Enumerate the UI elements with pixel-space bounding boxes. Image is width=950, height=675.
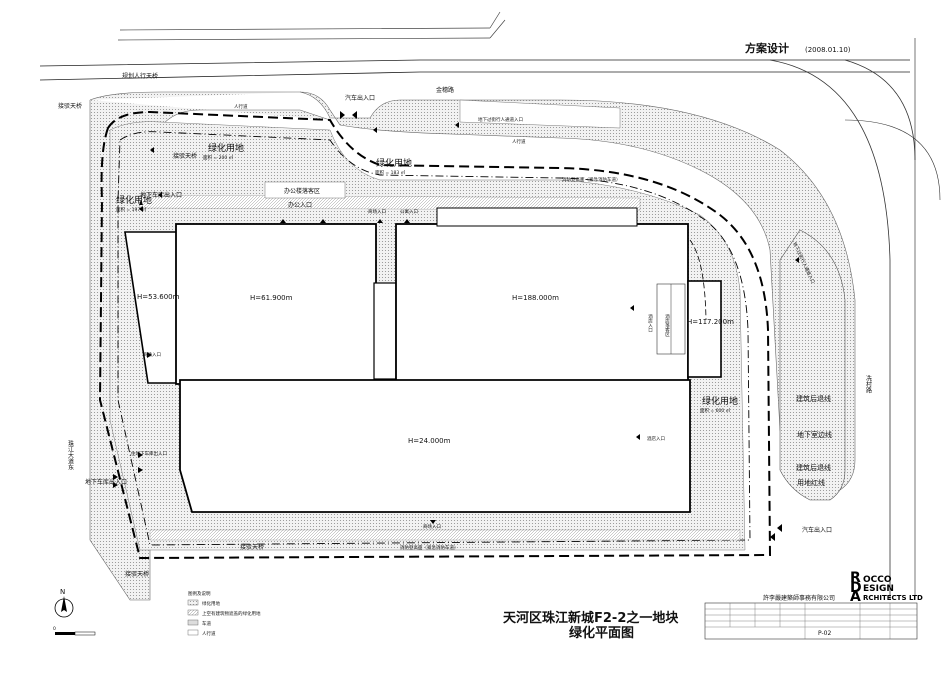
bridge-label-3: 接驳天桥 <box>240 543 264 551</box>
entrance-arrows <box>113 111 799 541</box>
green-area-4-area: 面积 = 600 ㎡ <box>700 407 731 414</box>
hotel-entry-label: 酒店入口 <box>647 435 665 442</box>
design-stage-title: 方案设计 <box>745 41 789 55</box>
north-label: N <box>60 588 65 596</box>
svg-text:RCHITECTS LTD: RCHITECTS LTD <box>863 594 923 602</box>
mall-entry-1-label: 商场入口 <box>368 208 386 215</box>
fire-lane-top-label: 消防登高面（紧急消防车道） <box>562 176 621 183</box>
design-date: (2008.01.10) <box>805 46 851 54</box>
road-edge <box>39 59 910 67</box>
residential-car-label: 住地下车库出入口 <box>131 450 167 457</box>
legend-item-4: 人行道 <box>202 630 216 637</box>
west-height: H=53.600m <box>137 293 180 301</box>
east-wedge-building <box>687 280 722 378</box>
legend-item-2: 上空有建筑物遮盖的绿化用地 <box>202 610 261 617</box>
office-tower <box>175 223 377 385</box>
svg-text:D: D <box>850 580 862 596</box>
svg-text:OCCO: OCCO <box>863 575 892 585</box>
hotel-tower <box>395 223 689 385</box>
scale-bar: 0 <box>53 626 96 636</box>
podium-height: H=24.000m <box>408 437 451 445</box>
green-area-1-label: 绿化用地 <box>208 142 244 154</box>
setback-line <box>117 131 751 546</box>
bridge-label-4: 接驳天桥 <box>125 570 149 578</box>
drawing-number: P-02 <box>818 630 831 637</box>
hotel-entry-vertical-label: 酒店入口 <box>648 313 653 334</box>
svg-text:R: R <box>850 570 861 586</box>
sidewalk-label-2: 人行道 <box>512 138 526 145</box>
office-entry-label: 办公入口 <box>288 201 312 209</box>
company-logo: R OCCO D ESIGN A RCHITECTS LTD <box>850 570 923 605</box>
north-arrow: N <box>54 588 74 618</box>
title-block <box>704 602 918 640</box>
road-edge <box>39 71 910 81</box>
underground-car-west-label: 地下车库出入口 <box>85 478 127 486</box>
drawing-title: 绿化平面图 <box>569 625 634 641</box>
office-dropoff-label: 办公楼落客区 <box>284 187 320 195</box>
car-exit-top-label: 汽车出入口 <box>345 94 375 102</box>
scale-label: 0 <box>53 626 56 632</box>
legend-item-1: 绿化用地 <box>202 600 220 607</box>
road-east-label: 冼村路 <box>865 374 872 394</box>
building-line-1-label: 建筑后退线 <box>796 394 831 403</box>
site-boundary <box>98 110 772 560</box>
green-area-1-area: 面积 = 200 ㎡ <box>203 154 234 161</box>
red-line-label: 用地红线 <box>797 478 825 487</box>
project-title: 天河区珠江新城F2-2之一地块 <box>503 610 679 626</box>
green-area-4-label: 绿化用地 <box>702 395 738 407</box>
underground-ped-top-label: 地下过街行人通道入口 <box>478 116 523 123</box>
road-west-label: 珠江大道东 <box>67 439 74 470</box>
podium-building <box>179 379 691 513</box>
bridge-label-1: 接驳天桥 <box>58 102 82 110</box>
fire-lane-bottom-label: 消防登高面（紧急消防车道） <box>400 544 459 551</box>
hotel-height: H=188.000m <box>512 294 559 302</box>
svg-text:A: A <box>850 589 861 605</box>
office-height: H=61.900m <box>250 294 293 302</box>
legend: 图例及说明 绿化用地 上空有建筑物遮盖的绿化用地 车道 人行道 <box>187 590 261 637</box>
company-name: 許李嚴建築師事務有限公司 <box>763 594 835 602</box>
green-area-2-label: 绿化用地 <box>376 157 412 169</box>
sidewalk-label-1: 人行道 <box>234 103 248 110</box>
car-exit-bottom-label: 汽车出入口 <box>802 526 832 534</box>
legend-title: 图例及说明 <box>188 590 211 597</box>
building-line-2-label: 建筑后退线 <box>796 463 831 472</box>
hotel-dropoff-label: 酒店落客区 <box>665 313 670 337</box>
east-height: H=117.200m <box>687 318 734 326</box>
planned-ped-bridge-label: 规划人行天桥 <box>122 72 158 80</box>
road-north-label: 金穗路 <box>436 86 454 94</box>
mall-entry-3-label: 商场入口 <box>423 523 441 530</box>
green-area-3-area: 面积 = 197 ㎡ <box>116 206 147 213</box>
bridge-label-2: 接驳天桥 <box>173 152 197 160</box>
basement-line-label: 地下室边线 <box>797 430 832 439</box>
apartment-entry-label: 公寓入口 <box>400 208 418 215</box>
green-area-2-area: 面积 = 183 ㎡ <box>375 169 406 176</box>
svg-text:ESIGN: ESIGN <box>863 584 894 594</box>
mall-entry-2-label: 商场入口 <box>143 351 161 358</box>
legend-item-3: 车道 <box>202 620 211 627</box>
green-area-3-label: 绿化用地 <box>116 194 152 206</box>
underground-car-nw-label: 地下车库出入口 <box>140 191 182 199</box>
